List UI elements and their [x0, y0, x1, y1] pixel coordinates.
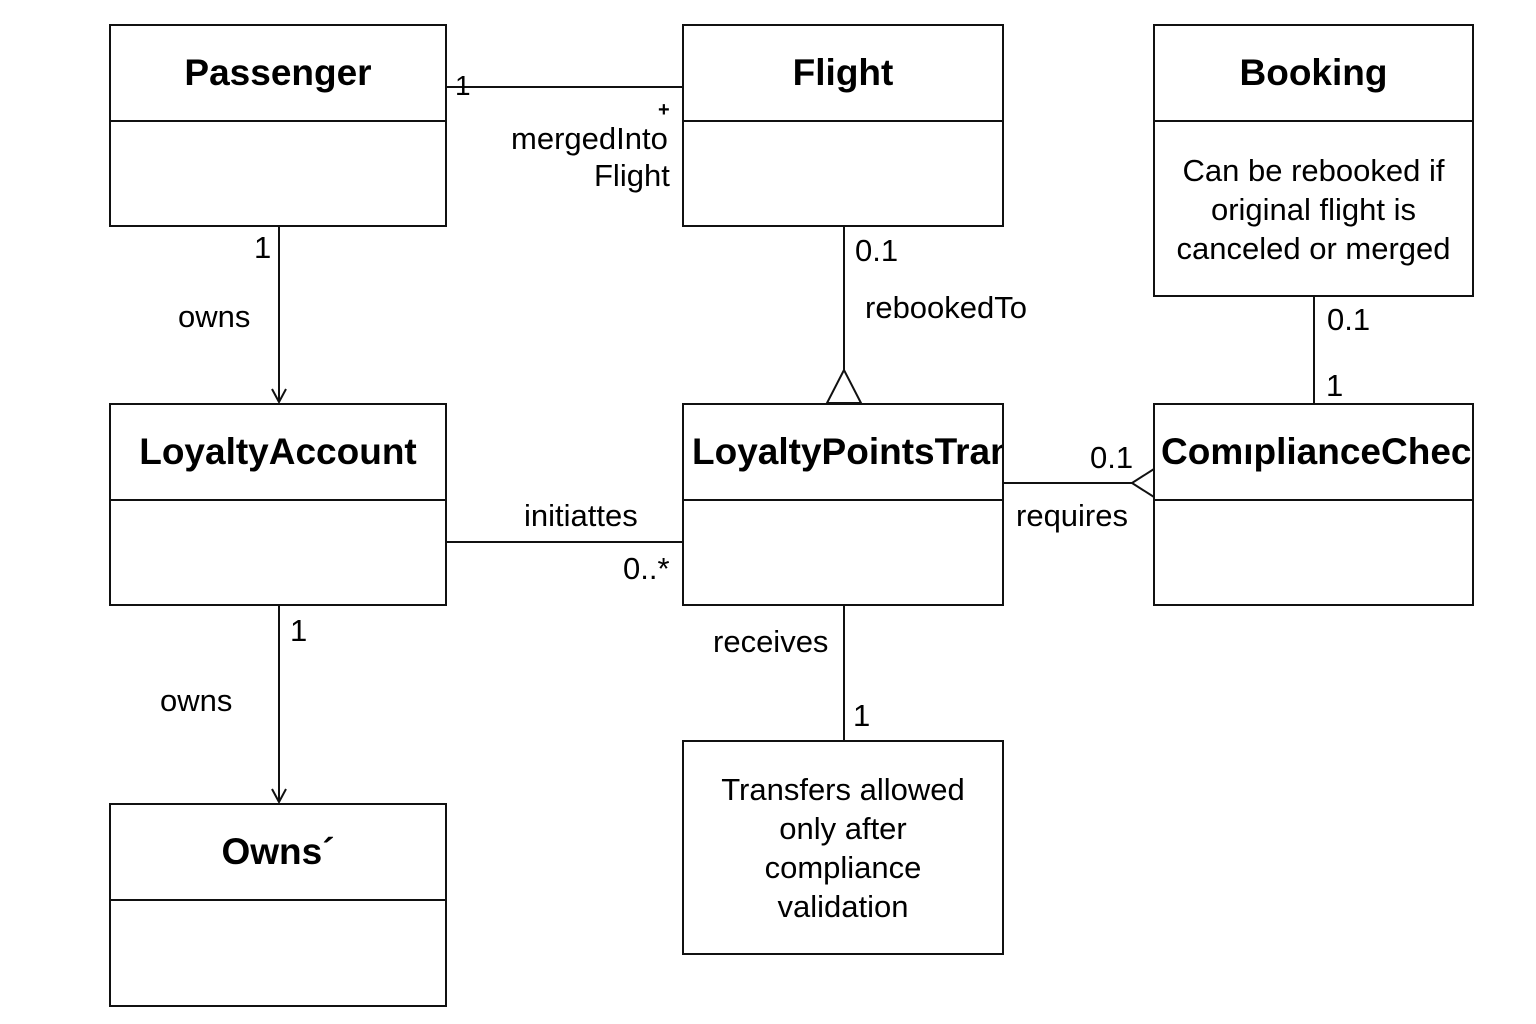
tran-compliance-head — [1130, 468, 1155, 498]
transfer-note-line: compliance — [764, 850, 922, 885]
flight-class[interactable]: Flight — [682, 24, 1004, 227]
owns-class[interactable]: Owns´ — [109, 803, 447, 1007]
transfer-note-line: Transfers allowed — [721, 772, 965, 807]
loyalty-tran-mult: 0..* — [623, 551, 670, 586]
tran-note-mult: 1 — [853, 698, 871, 733]
loyalty-owns-label: owns — [160, 683, 233, 718]
booking-note-line: Can be rebooked if — [1182, 153, 1445, 188]
booking-note: Can be rebooked if original flight is ca… — [1155, 122, 1472, 268]
compliance-check-class[interactable]: ComıplianceCheck — [1153, 403, 1474, 606]
booking-compliance-mult-bottom: 1 — [1326, 368, 1344, 403]
passenger-class-name: Passenger — [111, 26, 445, 122]
transfer-note-line: only after — [779, 811, 907, 846]
loyalty-points-tran-class[interactable]: LoyaltyPointsTran — [682, 403, 1004, 606]
loyalty-owns-arrowhead — [271, 788, 287, 805]
compliance-check-class-name: ComıplianceCheck — [1155, 405, 1472, 501]
tran-compliance-mult: 0.1 — [1090, 440, 1134, 475]
loyalty-tran-label: initiattes — [524, 498, 638, 533]
passenger-flight-role-2: Flight — [594, 158, 670, 193]
passenger-flight-mult-passenger: 1 — [455, 70, 471, 101]
booking-compliance-mult-top: 0.1 — [1327, 302, 1371, 337]
transfer-note-text: Transfers allowed only after compliance … — [684, 742, 1002, 926]
passenger-flight-mult-flight: + — [658, 99, 670, 121]
owns-class-name: Owns´ — [111, 805, 445, 901]
flight-class-name: Flight — [684, 26, 1002, 122]
transfer-note: Transfers allowed only after compliance … — [682, 740, 1004, 955]
passenger-flight-role-1: mergedInto — [511, 121, 668, 156]
flight-tran-mult: 0.1 — [855, 233, 899, 268]
loyalty-points-tran-class-name: LoyaltyPointsTran — [684, 405, 1002, 501]
flight-tran-label: rebookedTo — [865, 290, 1028, 325]
booking-class-name: Booking — [1155, 26, 1472, 122]
tran-note-label: receives — [713, 624, 829, 659]
passenger-loyalty-mult: 1 — [254, 230, 272, 265]
booking-note-line: original flight is — [1210, 192, 1417, 227]
loyalty-account-class[interactable]: LoyaltyAccount — [109, 403, 447, 606]
passenger-loyalty-label: owns — [178, 299, 251, 334]
loyalty-owns-mult: 1 — [290, 613, 308, 648]
loyalty-account-class-name: LoyaltyAccount — [111, 405, 445, 501]
tran-compliance-label: requires — [1016, 498, 1128, 533]
flight-tran-triangle — [825, 367, 863, 404]
booking-note-line: canceled or merged — [1176, 231, 1451, 266]
passenger-loyalty-arrowhead — [271, 388, 287, 405]
passenger-class[interactable]: Passenger — [109, 24, 447, 227]
transfer-note-line: validation — [777, 889, 909, 924]
booking-class[interactable]: Booking Can be rebooked if original flig… — [1153, 24, 1474, 297]
